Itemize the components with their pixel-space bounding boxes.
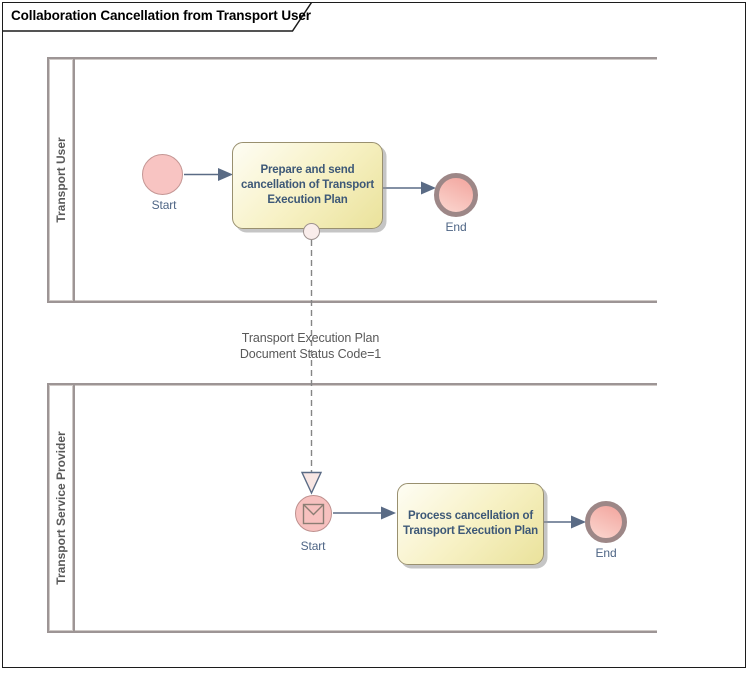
message-start-event[interactable]	[295, 495, 332, 532]
pool-name-strip[interactable]: Transport User	[49, 59, 75, 301]
task-prepare-cancellation[interactable]: Prepare and send cancellation of Transpo…	[232, 142, 383, 229]
end-event-transport-user[interactable]	[434, 173, 478, 217]
pool-name-strip[interactable]: Transport Service Provider	[49, 385, 75, 631]
task-label: Process cancellation of Transport Execut…	[402, 509, 539, 537]
end-event-label: End	[445, 220, 467, 234]
task-process-cancellation[interactable]: Process cancellation of Transport Execut…	[397, 483, 544, 565]
end-event-transport-service-provider[interactable]	[585, 501, 627, 543]
message-envelope-icon	[302, 503, 325, 524]
start-event-label: Start	[300, 539, 326, 553]
pool-name-label: Transport Service Provider	[54, 431, 68, 585]
message-flow-label-line2: Document Status Code=1	[239, 346, 382, 361]
diagram-title: Collaboration Cancellation from Transpor…	[11, 8, 311, 23]
pool-transport-user[interactable]: Transport User	[47, 57, 657, 303]
message-flow-label-line1: Transport Execution Plan	[241, 331, 380, 345]
pool-name-label: Transport User	[54, 137, 68, 223]
start-event-label: Start	[151, 198, 177, 212]
message-anchor-point	[303, 223, 320, 240]
start-event-transport-user[interactable]	[142, 154, 183, 195]
pool-transport-service-provider[interactable]: Transport Service Provider	[47, 383, 657, 633]
end-event-label: End	[595, 546, 617, 560]
message-flow-label: Transport Execution Plan Document Status…	[210, 331, 411, 362]
diagram-frame	[2, 2, 746, 668]
task-label: Prepare and send cancellation of Transpo…	[241, 163, 374, 207]
